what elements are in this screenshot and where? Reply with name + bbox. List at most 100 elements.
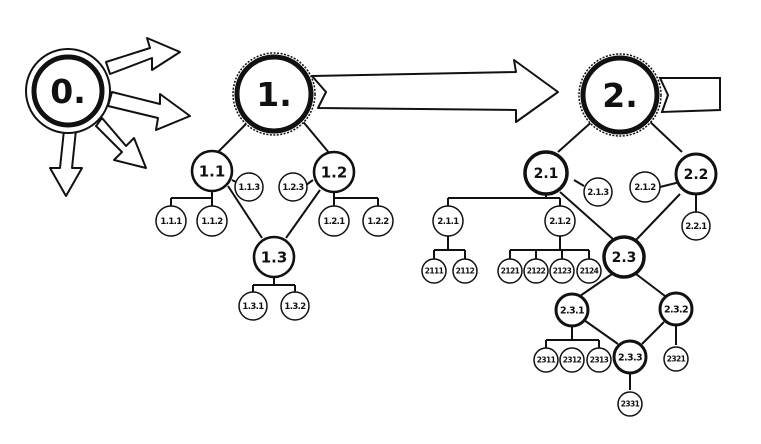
node-label: 2.1.1: [437, 217, 459, 227]
node-label: 2331: [621, 400, 640, 409]
stage-2-outgoing-arrow: [658, 77, 721, 114]
node-label: 2124: [580, 267, 599, 276]
node-n2313: 2313: [586, 347, 612, 373]
outward-arrow-3: [95, 117, 147, 169]
node-circle: [155, 205, 187, 237]
node-layer: 1.1 1.2 1.3 1.1.1 1.1.2 1.1.3 1.2.3 1.2.1 1.2.2 1…: [155, 149, 718, 417]
stage-1-label: 1.: [256, 75, 292, 114]
node-label: 2311: [537, 356, 556, 365]
node-n1-1-1: 1.1.1: [155, 205, 187, 237]
node-circle: [559, 347, 585, 373]
node-circle: [617, 391, 643, 417]
node-n1-2-1: 1.2.1: [318, 205, 350, 237]
stage-1-node: 1.: [232, 52, 316, 136]
node-n1-3-1: 1.3.1: [238, 291, 268, 321]
node-n2311: 2311: [533, 347, 559, 373]
node-n2-1-3: 2.1.3: [583, 177, 613, 207]
node-label: 2.2: [684, 167, 709, 183]
node-n1-1: 1.1: [190, 149, 234, 193]
node-circle: [523, 150, 569, 196]
node-circle: [576, 258, 602, 284]
stage-0-node: 0.: [25, 48, 111, 134]
node-n2111: 2111: [421, 258, 447, 284]
node-circle: [252, 235, 296, 279]
node-circle: [234, 172, 264, 202]
node-circle: [586, 347, 612, 373]
node-label: 1.2.3: [282, 183, 304, 193]
node-n2-1: 2.1: [523, 150, 569, 196]
node-circle: [238, 291, 268, 321]
node-circle: [312, 150, 356, 194]
node-n2124: 2124: [576, 258, 602, 284]
node-circle: [190, 149, 234, 193]
node-n1-2: 1.2: [312, 150, 356, 194]
node-n2321: 2321: [663, 346, 689, 372]
node-circle: [497, 258, 523, 284]
node-circle: [549, 258, 575, 284]
node-label: 1.1.2: [201, 217, 223, 227]
node-n2-2: 2.2: [674, 152, 718, 196]
node-label: 2321: [667, 355, 686, 364]
node-n2-1-1: 2.1.1: [432, 205, 464, 237]
node-label: 2121: [501, 267, 520, 276]
node-circle: [318, 205, 350, 237]
node-label: 2.1: [534, 166, 559, 182]
stage-2-label: 2.: [602, 76, 638, 115]
node-n2122: 2122: [523, 258, 549, 284]
outward-arrow-4: [49, 129, 83, 197]
node-circle: [583, 177, 613, 207]
node-n2112: 2112: [452, 258, 478, 284]
node-circle: [544, 205, 576, 237]
node-label: 1.3: [261, 248, 288, 266]
node-label: 1.2.1: [323, 217, 345, 227]
node-circle: [612, 339, 648, 375]
node-n2-3-1: 2.3.1: [554, 292, 590, 328]
node-n1-1-3: 1.1.3: [234, 172, 264, 202]
stage-0-label: 0.: [50, 72, 86, 111]
node-circle: [674, 152, 718, 196]
node-label: 2111: [425, 267, 444, 276]
node-label: 2122: [527, 267, 546, 276]
node-label: 2313: [590, 356, 609, 365]
node-circle: [421, 258, 447, 284]
node-label: 1.2.2: [367, 217, 389, 227]
node-n2312: 2312: [559, 347, 585, 373]
node-label: 2123: [553, 267, 572, 276]
node-circle: [663, 346, 689, 372]
node-n2-2-1: 2.2.1: [681, 211, 711, 241]
node-label: 1.3.1: [242, 302, 264, 312]
node-label: 2.1.3: [587, 188, 609, 198]
node-circle: [362, 205, 394, 237]
node-label: 2.3.3: [618, 352, 642, 363]
stage-1-to-2-arrow: [311, 59, 559, 123]
node-label: 1.1: [199, 162, 226, 180]
stage-0-arrows: [49, 37, 191, 197]
node-n2-3-3: 2.3.3: [612, 339, 648, 375]
node-circle: [533, 347, 559, 373]
node-circle: [452, 258, 478, 284]
node-label: 1.2: [321, 163, 348, 181]
node-n1-2-3: 1.2.3: [278, 172, 308, 202]
node-label: 2.1.2: [634, 183, 656, 193]
node-n1-1-2: 1.1.2: [196, 205, 228, 237]
node-n2331: 2331: [617, 391, 643, 417]
outward-arrow-2: [107, 91, 191, 131]
node-label: 2112: [456, 267, 475, 276]
node-label: 2.1.2: [549, 217, 571, 227]
node-circle: [554, 292, 590, 328]
node-label: 1.1.3: [238, 183, 260, 193]
node-circle: [280, 291, 310, 321]
node-n2-1-2b: 2.1.2: [629, 171, 661, 203]
node-n1-2-2: 1.2.2: [362, 205, 394, 237]
node-circle: [278, 172, 308, 202]
node-label: 2.3: [612, 250, 637, 266]
node-circle: [629, 171, 661, 203]
node-n2121: 2121: [497, 258, 523, 284]
node-circle: [658, 291, 694, 327]
node-label: 2.2.1: [685, 222, 707, 232]
node-circle: [681, 211, 711, 241]
node-n1-3-2: 1.3.2: [280, 291, 310, 321]
node-label: 2312: [563, 356, 582, 365]
stage-2-node: 2.: [578, 53, 662, 137]
